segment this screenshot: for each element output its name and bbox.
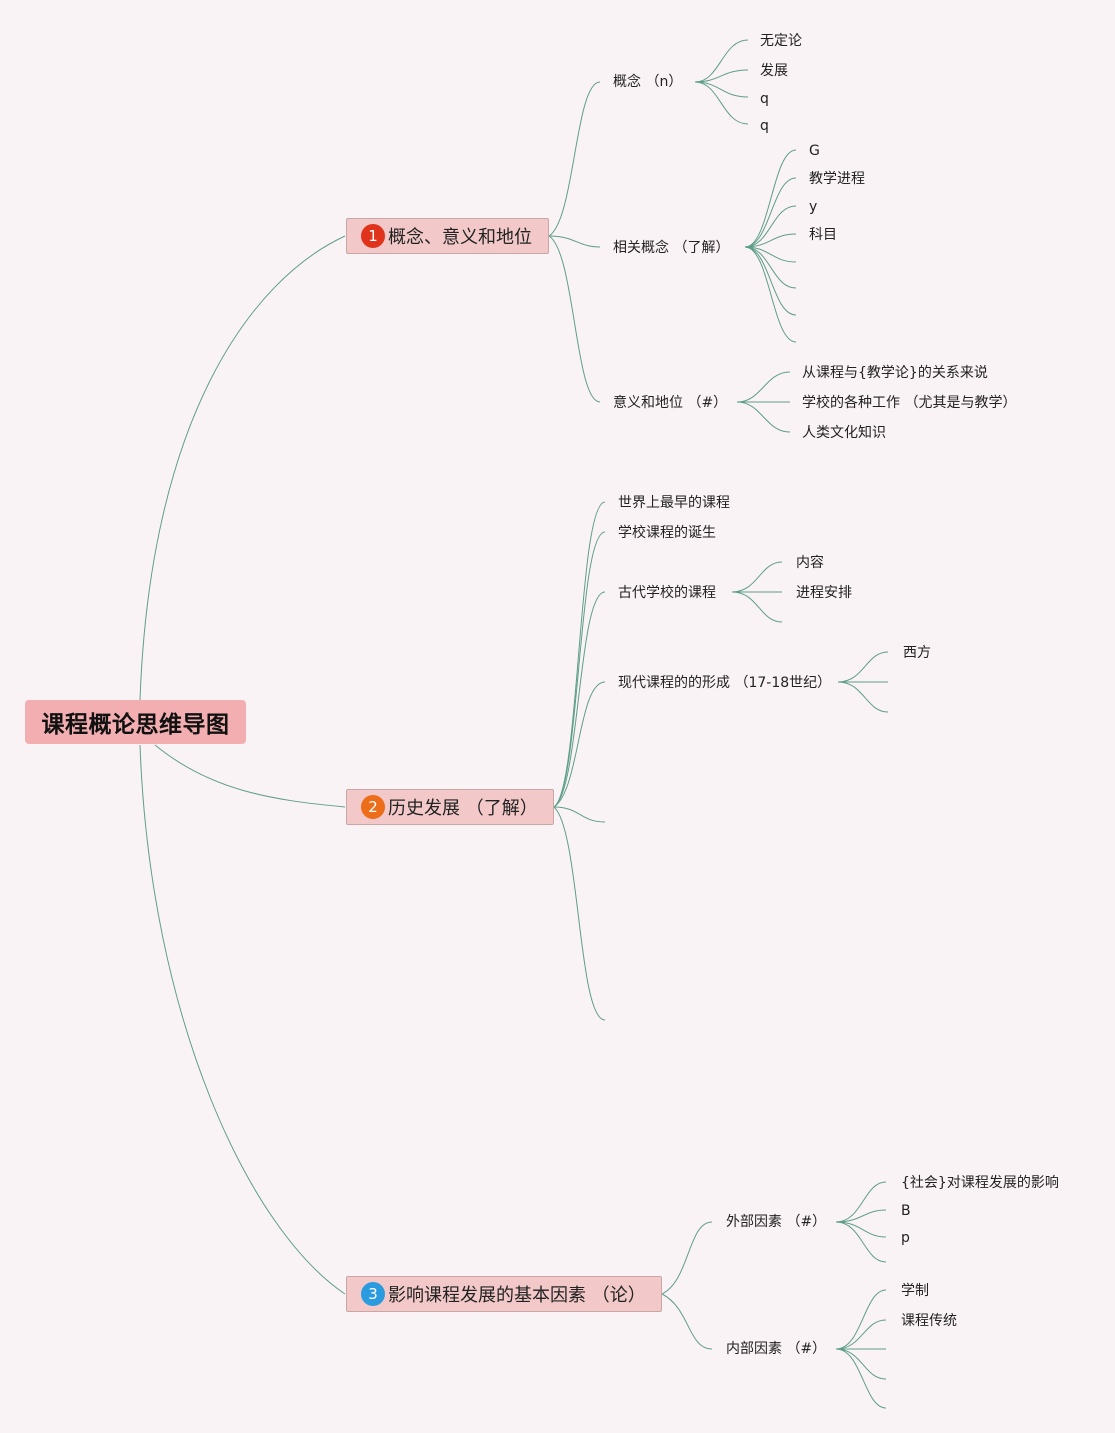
topic-concept[interactable]: 概念 （n）	[613, 74, 683, 90]
topic-related-concepts[interactable]: 相关概念 （了解）	[613, 240, 730, 256]
leaf-node[interactable]: 发展	[760, 63, 788, 79]
leaf-node[interactable]: 内容	[796, 555, 824, 571]
branch-label-2: 历史发展 （了解）	[388, 798, 538, 819]
topic-modern-curriculum[interactable]: 现代课程的的形成 （17-18世纪）	[618, 675, 832, 691]
topic-significance[interactable]: 意义和地位 （#）	[613, 395, 728, 411]
branch-node-1[interactable]: 1 概念、意义和地位	[346, 218, 549, 254]
leaf-node[interactable]: p	[901, 1230, 910, 1246]
number-badge-2-icon: 2	[361, 795, 385, 819]
topic-ancient-curriculum[interactable]: 古代学校的课程	[618, 585, 716, 601]
number-badge-1-icon: 1	[361, 224, 385, 248]
branch-label-1: 概念、意义和地位	[388, 227, 532, 248]
leaf-node[interactable]: B	[901, 1203, 911, 1219]
leaf-node[interactable]: 西方	[903, 645, 931, 661]
topic-earliest-curriculum[interactable]: 世界上最早的课程	[618, 495, 730, 511]
root-node[interactable]: 课程概论思维导图	[25, 700, 246, 744]
topic-external-factors[interactable]: 外部因素 （#）	[726, 1214, 827, 1230]
leaf-node[interactable]: 从课程与{教学论}的关系来说	[802, 365, 988, 381]
leaf-node[interactable]: 无定论	[760, 33, 802, 49]
branch-node-2[interactable]: 2 历史发展 （了解）	[346, 789, 554, 825]
root-label: 课程概论思维导图	[41, 712, 230, 738]
topic-school-curriculum-birth[interactable]: 学校课程的诞生	[618, 525, 716, 541]
leaf-node[interactable]: 进程安排	[796, 585, 852, 601]
leaf-node[interactable]: G	[809, 143, 820, 159]
topic-internal-factors[interactable]: 内部因素 （#）	[726, 1341, 827, 1357]
leaf-node[interactable]: 课程传统	[901, 1313, 957, 1329]
leaf-node[interactable]: 科目	[809, 227, 837, 243]
leaf-node[interactable]: 人类文化知识	[802, 425, 886, 441]
leaf-node[interactable]: y	[809, 199, 818, 215]
leaf-node[interactable]: q	[760, 91, 769, 107]
leaf-node[interactable]: {社会}对课程发展的影响	[901, 1175, 1059, 1191]
leaf-node[interactable]: q	[760, 118, 769, 134]
leaf-node[interactable]: 学校的各种工作 （尤其是与教学）	[802, 395, 1017, 411]
leaf-node[interactable]: 教学进程	[809, 171, 865, 187]
leaf-node[interactable]: 学制	[901, 1283, 929, 1299]
branch-label-3: 影响课程发展的基本因素 （论）	[388, 1285, 646, 1306]
number-badge-3-icon: 3	[361, 1282, 385, 1306]
branch-node-3[interactable]: 3 影响课程发展的基本因素 （论）	[346, 1276, 662, 1312]
